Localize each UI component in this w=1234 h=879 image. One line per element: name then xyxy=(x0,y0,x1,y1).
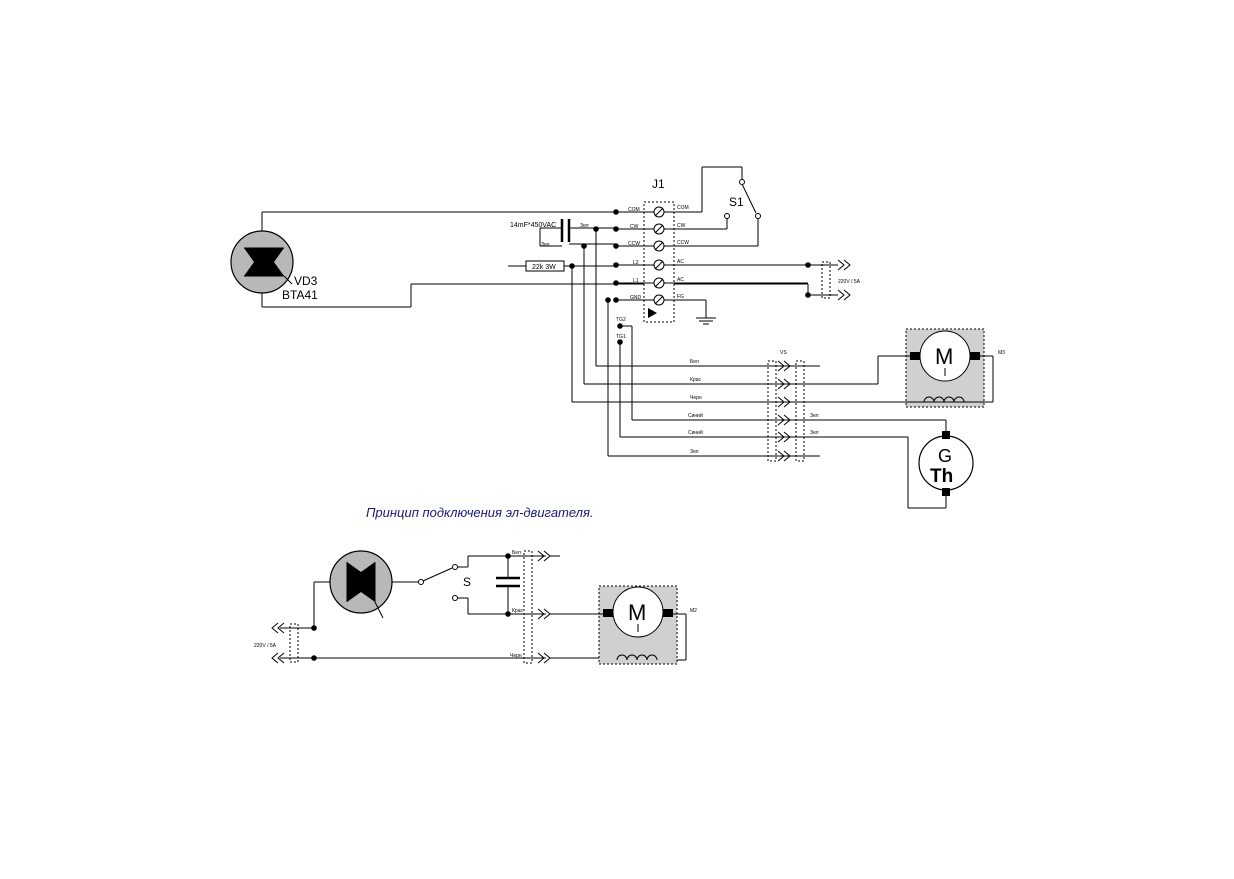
tacho-letter-th: Th xyxy=(930,466,953,487)
triac-wires xyxy=(262,211,808,308)
triac-bottom xyxy=(329,550,393,619)
wire-label-kras: Крас xyxy=(690,377,701,383)
j1-right-pin-5: AC xyxy=(677,277,684,283)
triac-vd3 xyxy=(230,212,294,307)
connector-right-wires xyxy=(664,264,808,325)
motor-m2-letter: M xyxy=(628,600,646,625)
wire-label-tg1: TG1 xyxy=(616,334,626,340)
harness-wires xyxy=(571,229,820,457)
mains-connector-bottom xyxy=(271,622,299,664)
switch-s-label: S xyxy=(463,575,471,589)
junction-dots-bottom xyxy=(311,553,511,661)
wire-label-zel-bottom: Зел xyxy=(690,449,699,455)
j1-left-pin-6: GND xyxy=(630,295,642,301)
resistor-label: 22k 3W xyxy=(532,264,556,271)
switch-s1 xyxy=(664,166,761,247)
motor-m3 xyxy=(905,328,985,408)
connector-left-wires xyxy=(616,211,654,301)
wire-label-cap-a: Зел xyxy=(580,223,589,229)
capacitor-14mf xyxy=(539,219,616,247)
wire-label-siniy-1: Синий xyxy=(688,412,703,419)
tacho-generator xyxy=(820,419,974,509)
mains-top-label: 220V / 5A xyxy=(838,279,861,285)
j1-left-pin-4: L2 xyxy=(633,260,639,266)
harness-connector xyxy=(767,360,805,462)
wire-label-chern: Черн xyxy=(690,395,702,401)
bottom-wire-label-bel: Бел xyxy=(512,550,521,556)
motor-m3-letter: M xyxy=(935,344,953,369)
resistor-22k xyxy=(508,260,616,272)
switch-s1-label: S1 xyxy=(729,195,744,209)
wire-label-tg2: TG2 xyxy=(616,317,626,323)
motor-m3-wires xyxy=(820,355,994,403)
j1-left-pin-2: CW xyxy=(630,224,639,230)
triac-model: BTA41 xyxy=(282,288,318,302)
junction-dots-top xyxy=(569,209,811,345)
capacitor-bottom xyxy=(496,556,520,614)
wire-label-siniy-2: Синий xyxy=(688,429,703,436)
wire-label-cap-b: Зел xyxy=(541,242,550,248)
switch-s xyxy=(418,555,546,615)
motor-m3-designator: M3 xyxy=(998,350,1005,356)
j1-left-pin-1: COM xyxy=(628,207,640,213)
bottom-wire-label-kras: Крас xyxy=(512,608,523,614)
motor-m2-designator: M2 xyxy=(690,608,697,614)
capacitor-label: 14mF*450VAC xyxy=(510,222,556,229)
harness-label: VS xyxy=(780,350,787,356)
j1-left-pin-3: CCW xyxy=(628,241,640,247)
bottom-wire-label-chern: Черн xyxy=(510,653,522,659)
j1-right-pin-1: COM xyxy=(677,205,689,211)
motor-m2 xyxy=(550,585,687,665)
j1-right-pin-3: CCW xyxy=(677,240,689,246)
triac-designator: VD3 xyxy=(294,274,318,288)
j1-right-pin-2: CW xyxy=(677,223,686,229)
connector-designator: J1 xyxy=(652,177,665,191)
tacho-letter-g: G xyxy=(938,446,952,466)
j1-right-pin-4: AC xyxy=(677,259,684,265)
j1-left-pin-5: L1 xyxy=(633,278,639,284)
wire-label-zel-r1: Зел xyxy=(810,413,819,419)
triac-bottom-wires xyxy=(280,581,546,659)
diagram-caption: Принцип подключения эл-двигателя. xyxy=(366,505,594,520)
j1-right-pin-6: FG xyxy=(677,294,684,300)
bottom-harness-connector xyxy=(523,550,560,664)
wire-label-bel: Бел xyxy=(690,359,699,365)
wire-label-zel-r2: Зел xyxy=(810,430,819,436)
mains-bottom-label: 220V / 5A xyxy=(254,643,277,649)
